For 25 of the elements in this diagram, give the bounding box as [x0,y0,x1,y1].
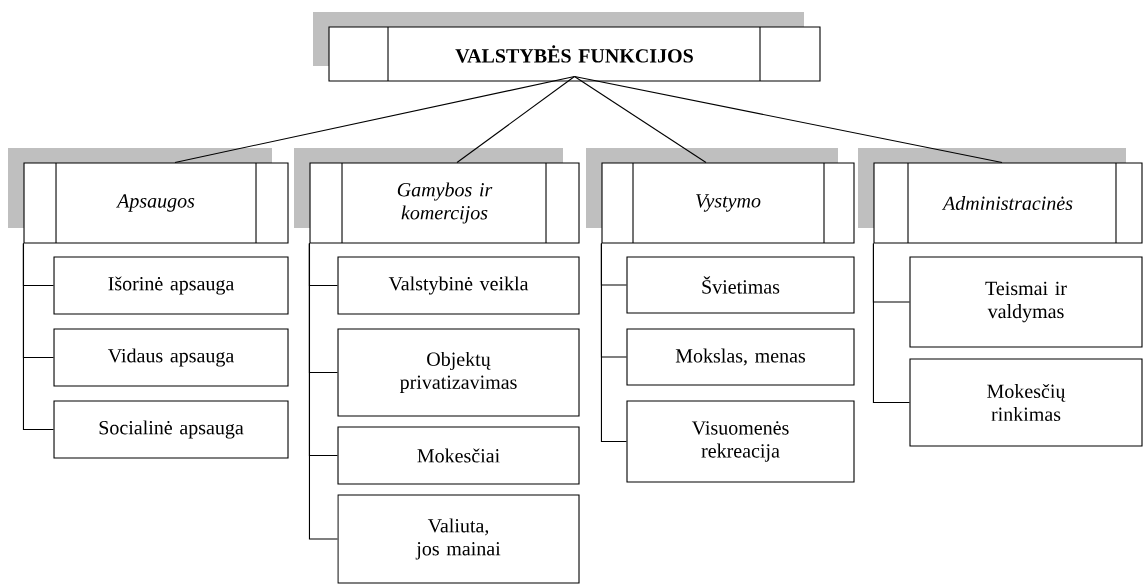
connector-line [573,76,1003,163]
category-box: Apsaugos [8,148,289,244]
function-box: Objektų privatizavimas [337,328,580,417]
category-box: Vystymo [586,148,855,244]
connector-line [600,243,627,443]
category-box: Gamybos ir komercijos [294,148,580,244]
function-box: Vidaus apsauga [53,328,289,387]
function-box: Švietimas [626,256,855,314]
function-box: Socialinė apsauga [53,400,289,459]
connector-line [308,243,338,540]
connector-line [22,243,54,431]
function-box: Mokesčių rinkimas [909,358,1143,447]
function-box: Teismai ir valdymas [909,256,1143,348]
connector-line [573,76,707,163]
function-box: Valiuta, jos mainai [337,494,580,584]
function-box: Mokslas, menas [626,328,855,386]
function-box: Valstybinė veikla [337,256,580,315]
function-box: Išorinė apsauga [53,256,289,315]
function-box: Mokesčiai [337,426,580,485]
function-box: Visuomenės rekreacija [626,400,855,483]
connector-line [456,76,576,163]
connector-line [872,243,910,404]
category-box: Administracinės [858,148,1143,244]
title-box: VALSTYBĖS FUNKCIJOS [313,12,821,82]
connector-line [174,76,576,163]
